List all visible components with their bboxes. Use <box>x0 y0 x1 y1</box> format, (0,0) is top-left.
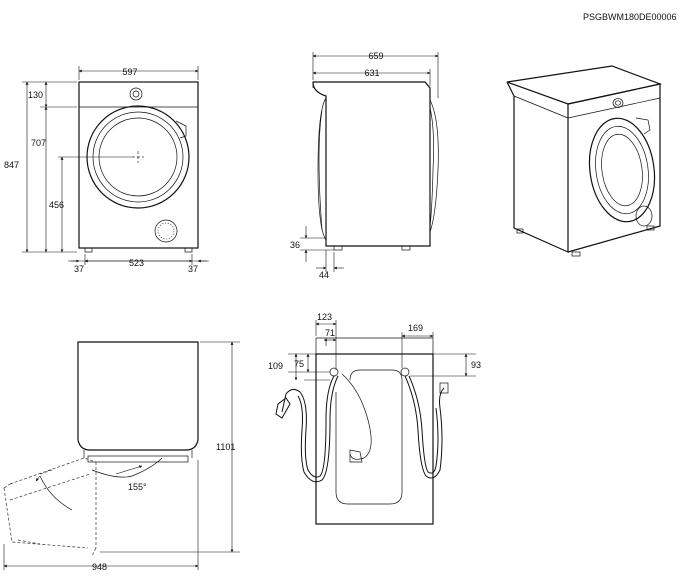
front-door-center-label: 456 <box>49 200 64 210</box>
rear-inlet-offset-inner-label: 71 <box>325 328 335 338</box>
front-top-height-label: 130 <box>28 90 43 100</box>
document-code: PSGBWM180DE00006 <box>583 12 677 22</box>
side-foot-height-label: 36 <box>290 240 300 250</box>
rear-inlet-offset-outer-label: 123 <box>317 312 332 322</box>
front-door-height-label: 707 <box>31 138 46 148</box>
side-depth-body-label: 631 <box>364 68 379 78</box>
door-angle-label: 155° <box>128 482 147 492</box>
front-width-label: 597 <box>122 67 137 77</box>
front-foot-span-label: 523 <box>129 258 144 268</box>
open-depth-label: 948 <box>92 562 107 572</box>
open-total-height-label: 1101 <box>216 442 235 452</box>
side-depth-total-label: 659 <box>368 51 383 61</box>
side-view: 659 631 36 44 <box>290 51 439 280</box>
rear-top-offset-left-outer-label: 109 <box>268 361 283 371</box>
front-foot-left-label: 37 <box>74 264 84 274</box>
rear-hose-offset-right-label: 169 <box>408 323 423 333</box>
front-total-height-label: 847 <box>4 160 19 170</box>
side-foot-offset-label: 44 <box>319 270 329 280</box>
rear-top-offset-left-inner-label: 75 <box>294 359 304 369</box>
front-foot-right-label: 37 <box>188 264 198 274</box>
door-open-view: 155° 1101 948 <box>3 341 240 572</box>
isometric-view <box>506 65 663 257</box>
rear-top-offset-right-label: 93 <box>471 360 481 370</box>
front-view: 597 130 707 847 456 37 523 37 <box>4 66 209 274</box>
rear-view: 109 75 93 123 71 169 <box>268 312 481 525</box>
